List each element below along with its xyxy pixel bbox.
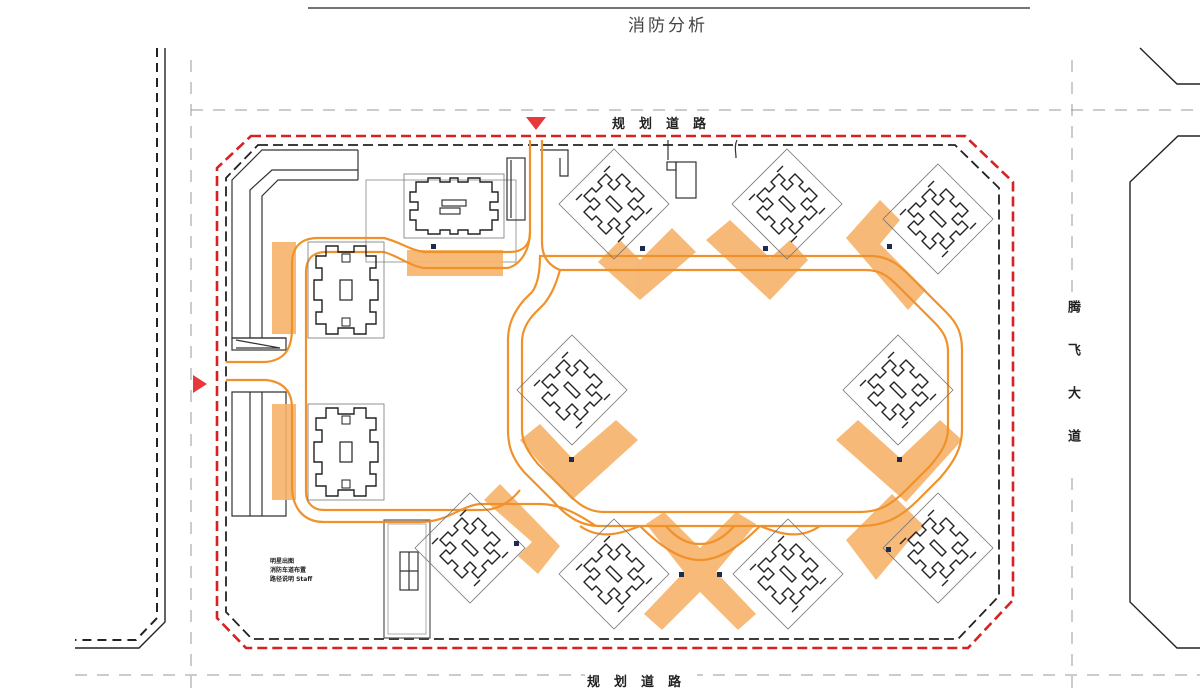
page-title: 消防分析 (628, 16, 708, 36)
top-entrance-arrow (526, 117, 546, 130)
building-setback-line (225, 144, 1000, 640)
fire-rescue-areas (272, 200, 962, 630)
building-entrance-markers (431, 244, 902, 577)
plan-note: 明星出图 消防车道布置 路径说明 Staff (270, 557, 312, 584)
road-label-bottom: 规划道路 (585, 671, 698, 690)
note-line-2: 消防车道布置 (270, 567, 307, 574)
note-line-1: 明星出图 (270, 558, 295, 565)
road-label-right: 腾飞大道 (1063, 300, 1082, 472)
right-road-edge (1129, 47, 1200, 649)
road-centerlines (75, 60, 1200, 692)
site-boundary (215, 134, 1015, 650)
note-line-3: 路径说明 Staff (270, 576, 313, 583)
west-entrance-arrow (193, 375, 207, 393)
left-strip-structures (231, 139, 738, 639)
road-label-top: 规划道路 (612, 117, 721, 132)
left-road-edge (75, 48, 166, 649)
fire-lane (226, 140, 964, 562)
